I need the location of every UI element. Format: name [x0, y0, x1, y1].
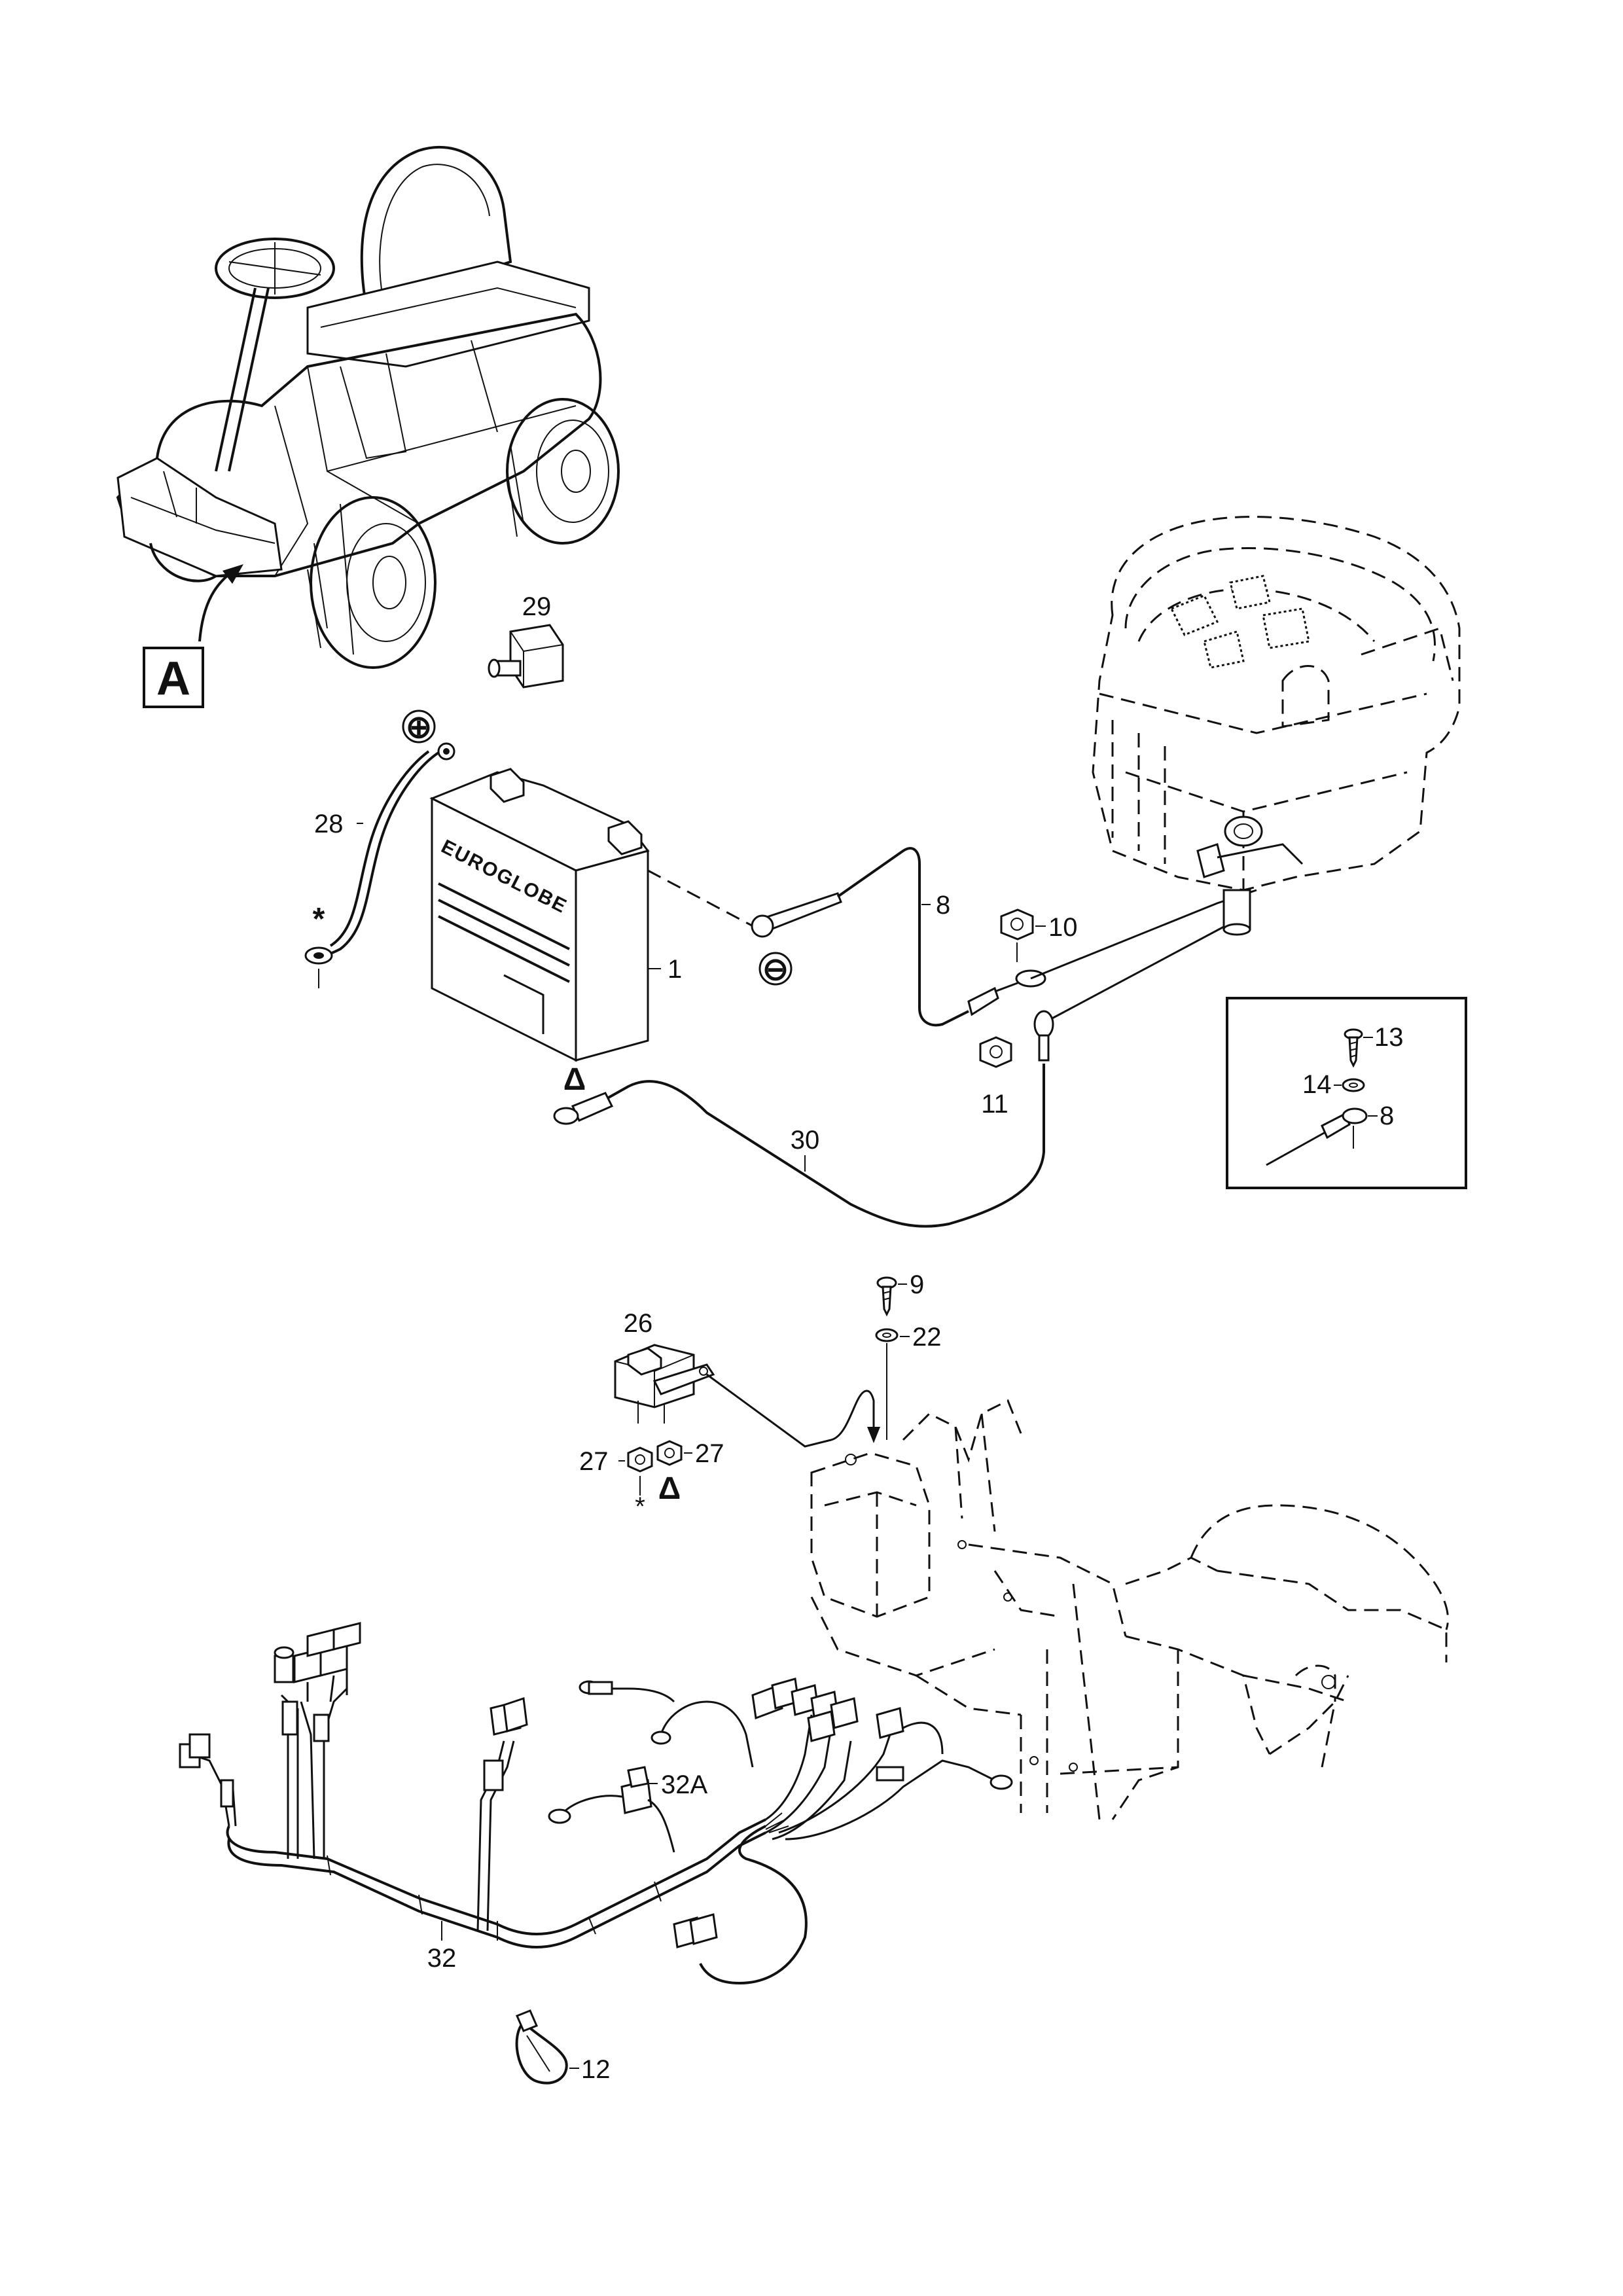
- callout-28: 28: [314, 810, 344, 838]
- triangle-marker-cable: Δ: [563, 1062, 586, 1097]
- section-label: A: [156, 653, 190, 705]
- positive-terminal-marker: ⊕: [402, 709, 436, 745]
- section-marker-a: A: [143, 647, 204, 708]
- callout-12: 12: [581, 2055, 611, 2084]
- inset-detail: 13 14 8: [1226, 997, 1467, 1189]
- starter-relay-icon: [614, 1344, 715, 1424]
- callout-29: 29: [522, 592, 552, 621]
- asterisk-marker-nut: *: [635, 1492, 645, 1521]
- wiring-harness-icon: [179, 1622, 1013, 1985]
- ground-cable-30-icon: [553, 1064, 1045, 1228]
- callout-32: 32: [427, 1944, 457, 1973]
- battery-icon: EUROGLOBE: [429, 768, 650, 1062]
- negative-terminal-marker: ⊖: [758, 952, 793, 987]
- screw-9-icon: [876, 1276, 897, 1317]
- positive-cable-28-icon: [304, 742, 455, 965]
- ride-on-mower-icon: [116, 145, 620, 669]
- nut-27-right-icon: [656, 1440, 683, 1466]
- callout-10: 10: [1048, 913, 1078, 942]
- callout-30: 30: [791, 1126, 820, 1155]
- ring-lug-icon: [1033, 1010, 1054, 1062]
- nut-10-icon: [1000, 908, 1034, 962]
- cable-lug-8-icon: [1266, 1107, 1368, 1166]
- callout-27-left: 27: [579, 1447, 609, 1476]
- callout-8-inset: 8: [1380, 1102, 1394, 1130]
- washer-22-icon: [875, 1328, 899, 1440]
- nut-27-left-icon: [627, 1446, 653, 1496]
- callout-13: 13: [1374, 1023, 1404, 1052]
- callout-27-right: 27: [695, 1439, 724, 1468]
- callout-9: 9: [910, 1270, 924, 1299]
- callout-32a: 32A: [661, 1770, 707, 1799]
- asterisk-marker: *: [313, 902, 325, 937]
- callout-14: 14: [1302, 1070, 1332, 1099]
- callout-26: 26: [624, 1309, 653, 1338]
- engine-icon: [1092, 516, 1461, 936]
- washer-14-icon: [1342, 1078, 1365, 1092]
- connector-29-icon: [488, 624, 564, 689]
- screw-13-icon: [1344, 1028, 1363, 1068]
- chassis-frame-icon: [810, 1399, 1450, 1820]
- callout-8-cable: 8: [936, 891, 950, 920]
- negative-symbol: ⊖: [762, 952, 789, 987]
- cable-tie-12-icon: [515, 2009, 568, 2085]
- positive-symbol: ⊕: [406, 710, 432, 745]
- callout-22: 22: [912, 1323, 942, 1352]
- negative-cable-8-icon: [647, 847, 1046, 1027]
- callout-11: 11: [981, 1090, 1008, 1119]
- triangle-marker-nut: Δ: [658, 1471, 681, 1506]
- nut-11-icon: [979, 1036, 1012, 1068]
- callout-1: 1: [668, 955, 682, 984]
